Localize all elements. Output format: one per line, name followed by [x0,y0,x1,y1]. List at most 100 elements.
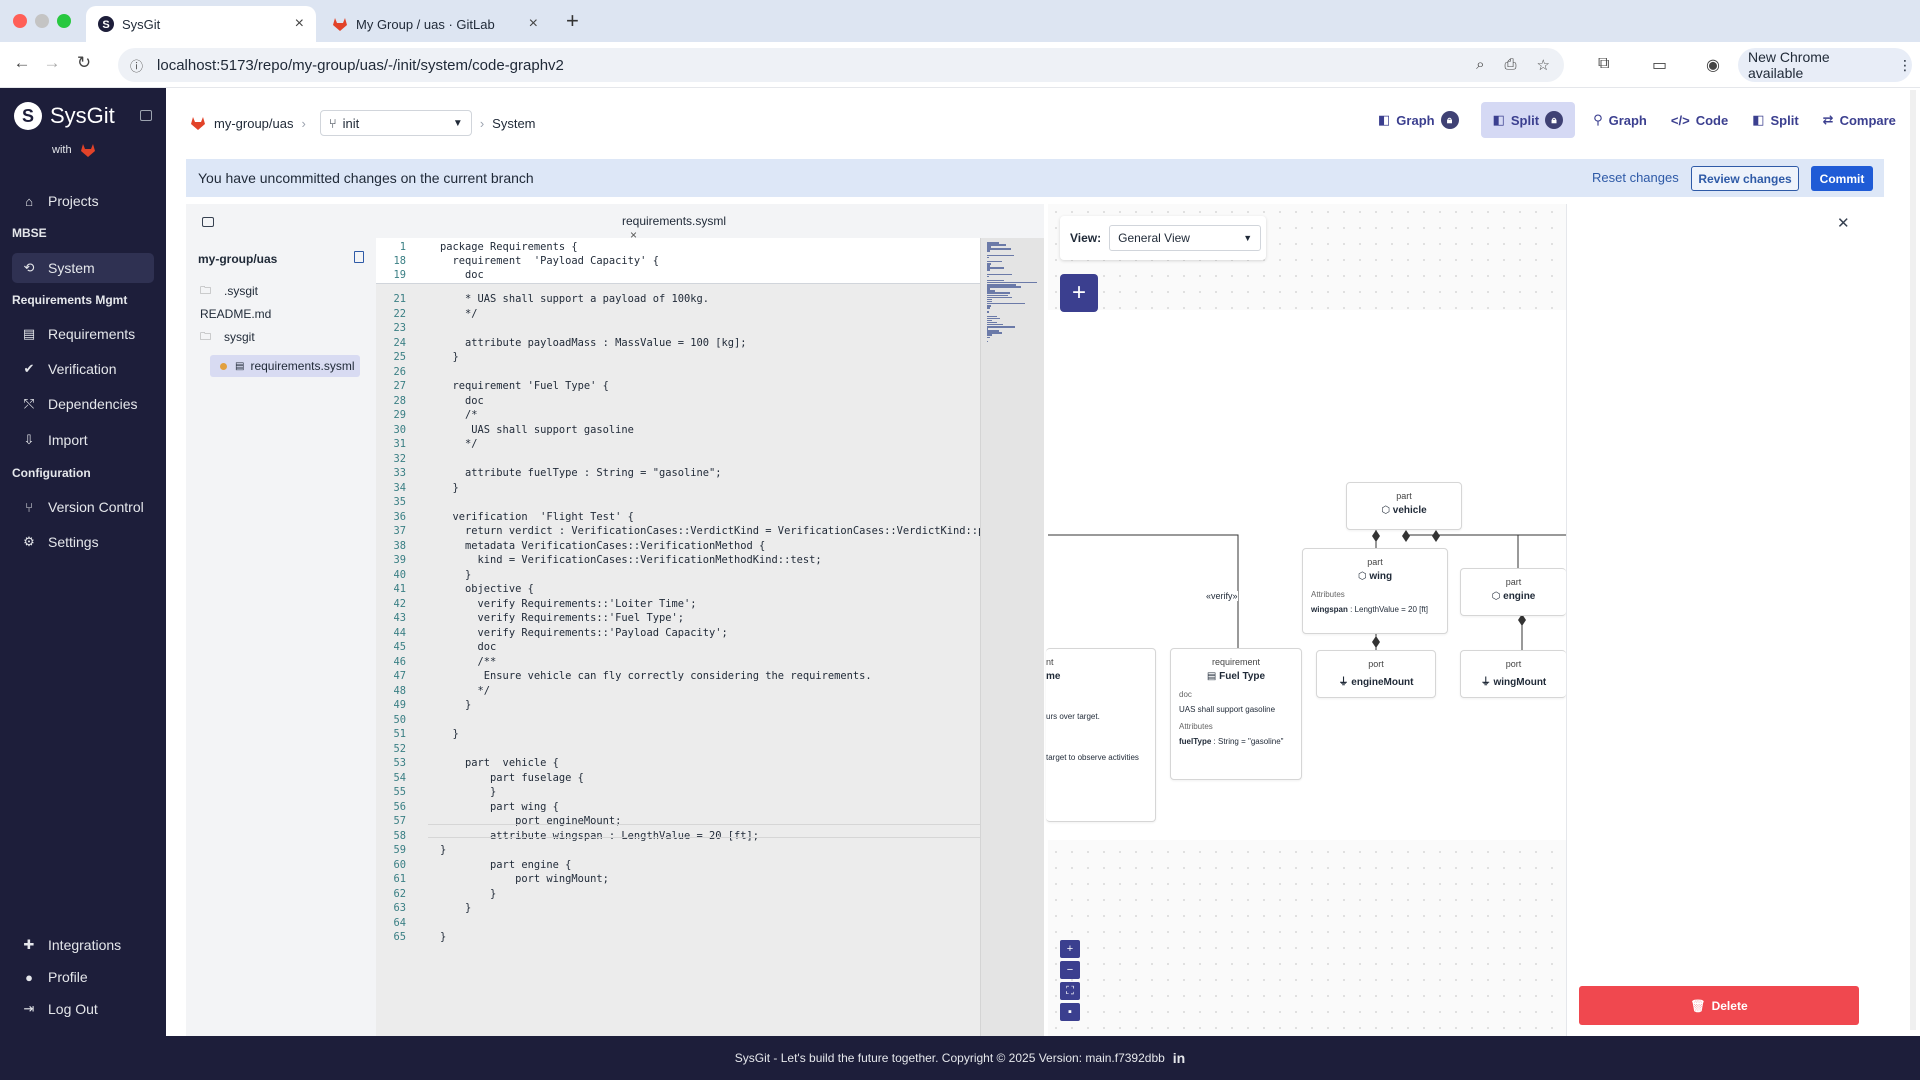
forward-icon[interactable]: → [43,53,61,72]
reload-icon[interactable]: ↻ [76,53,92,72]
cast-icon[interactable]: ▭ [1652,57,1668,74]
code-line[interactable]: 23 [376,321,980,336]
code-line[interactable]: 51 } [376,727,980,742]
node-requirement-partial[interactable]: nt me urs over target. target to observe… [1046,648,1156,822]
bookmark-star-icon[interactable]: ☆ [1536,57,1550,74]
code-line[interactable]: 33 attribute fuelType : String = "gasoli… [376,466,980,481]
sidebar-item-integrations[interactable]: ✚ Integrations [12,930,154,960]
profile-icon[interactable]: ◉ [1706,57,1720,74]
view-select[interactable]: General View ▼ [1109,225,1262,251]
code-line[interactable]: 37 return verdict : VerificationCases::V… [376,524,1009,539]
code-line[interactable]: 62 } [376,887,980,902]
sidebar-item-profile[interactable]: ● Profile [12,962,154,992]
reset-changes-button[interactable]: Reset changes [1592,170,1679,185]
sidebar-item-version-control[interactable]: ⑂ Version Control [12,492,154,522]
code-editor[interactable]: 21 * UAS shall support a payload of 100k… [376,238,1044,1036]
code-line[interactable]: 25 } [376,350,980,365]
code-line[interactable]: 43 verify Requirements::'Fuel Type'; [376,611,980,626]
new-chrome-available-button[interactable]: New Chrome available ⋮ [1738,48,1912,82]
maximize-window-button[interactable] [57,14,71,28]
diagram-canvas[interactable]: View: General View ▼ + «verify» part ⬡ v… [1046,204,1566,1036]
close-icon[interactable]: ✕ [1837,215,1850,232]
toggle-file-tree-icon[interactable] [202,217,214,227]
code-line[interactable]: 50 [376,713,980,728]
code-line[interactable]: 45 doc [376,640,980,655]
code-line[interactable]: 28 doc [376,394,980,409]
code-line[interactable]: 44 verify Requirements::'Payload Capacit… [376,626,980,641]
tab-split[interactable]: ◧ Split [1740,102,1810,138]
browser-tab-sysgit[interactable]: S SysGit × [86,6,316,42]
close-window-button[interactable] [13,14,27,28]
tab-split-locked[interactable]: ◧ Split 🔒︎ [1480,102,1576,138]
more-menu-icon[interactable]: ⋮ [1898,56,1912,73]
code-line[interactable]: 40 } [376,568,980,583]
code-line[interactable]: 58 attribute wingspan : LengthValue = 20… [376,829,980,844]
sidebar-item-system[interactable]: ⟲ System [12,253,154,283]
code-line[interactable]: 54 part fuselage { [376,771,980,786]
code-line[interactable]: 48 */ [376,684,980,699]
review-changes-button[interactable]: Review changes [1691,166,1799,191]
code-line[interactable]: 39 kind = VerificationCases::Verificatio… [376,553,980,568]
code-line[interactable]: 27 requirement 'Fuel Type' { [376,379,980,394]
breadcrumb-repo[interactable]: my-group/uas [214,115,294,131]
code-line[interactable]: 49 } [376,698,980,713]
browser-tab-gitlab[interactable]: My Group / uas · GitLab × [320,6,550,42]
install-app-icon[interactable]: ⎙ [1504,56,1517,73]
sidebar-item-projects[interactable]: ⌂ Projects [12,186,154,216]
code-line[interactable]: 30 UAS shall support gasoline [376,423,980,438]
tree-folder[interactable]: 🗀︎ sysgit [200,326,255,348]
extensions-icon[interactable]: ⧉ [1598,55,1610,72]
code-line[interactable]: 64 [376,916,980,931]
node-part-engine[interactable]: part ⬡ engine [1460,568,1566,616]
code-line[interactable]: 36 verification 'Flight Test' { [376,510,980,525]
code-line[interactable]: 42 verify Requirements::'Loiter Time'; [376,597,980,612]
sidebar-item-requirements[interactable]: ▤ Requirements [12,319,154,349]
tab-compare[interactable]: ⇄ Compare [1811,102,1908,138]
code-line[interactable]: 55 } [376,785,980,800]
node-port-wing-mount[interactable]: port ⏚ wingMount [1460,650,1566,698]
minimize-window-button[interactable] [35,14,49,28]
new-tab-icon[interactable]: + [566,8,579,33]
brand[interactable]: S SysGit [14,102,115,130]
new-file-icon[interactable] [354,251,364,263]
sidebar-item-logout[interactable]: ⇥ Log Out [12,994,154,1024]
commit-button[interactable]: Commit [1811,166,1873,191]
tab-graph[interactable]: ⚲ Graph [1581,102,1659,138]
code-line[interactable]: 22 */ [376,307,980,322]
page-scrollbar[interactable] [1910,90,1916,1030]
zoom-icon[interactable]: ⌕ [1476,56,1485,73]
code-line[interactable]: 41 objective { [376,582,980,597]
add-element-button[interactable]: + [1060,274,1098,312]
code-line[interactable]: 60 part engine { [376,858,980,873]
code-line[interactable]: 63 } [376,901,980,916]
code-line[interactable]: 46 /** [376,655,980,670]
code-line[interactable]: 47 Ensure vehicle can fly correctly cons… [376,669,980,684]
code-line[interactable]: 32 [376,452,980,467]
code-line[interactable]: 31 */ [376,437,980,452]
code-line[interactable]: 56 part wing { [376,800,980,815]
code-line[interactable]: 26 [376,365,980,380]
zoom-in-button[interactable]: + [1060,940,1080,958]
sidebar-item-verification[interactable]: ✔ Verification [12,354,154,384]
close-icon[interactable]: × [630,228,638,242]
code-line[interactable]: 24 attribute payloadMass : MassValue = 1… [376,336,980,351]
close-tab-icon[interactable]: × [528,15,538,32]
sidebar-item-dependencies[interactable]: ⤲ Dependencies [12,389,154,419]
lock-view-button[interactable]: ▪ [1060,1003,1080,1021]
code-line[interactable]: 38 metadata VerificationCases::Verificat… [376,539,980,554]
fit-view-button[interactable]: ⛶ [1060,982,1080,1000]
tab-code[interactable]: </> Code [1659,102,1740,138]
code-line[interactable]: 61 port wingMount; [376,872,980,887]
code-line[interactable]: 35 [376,495,980,510]
code-line[interactable]: 59} [376,843,980,858]
tree-file[interactable]: README.md [200,303,271,325]
sidebar-item-import[interactable]: ⇩ Import [12,425,154,455]
node-part-vehicle[interactable]: part ⬡ vehicle [1346,482,1462,530]
zoom-out-button[interactable]: − [1060,961,1080,979]
minimap[interactable] [980,238,1044,1036]
collapse-sidebar-icon[interactable] [140,110,152,121]
node-requirement-fuel-type[interactable]: requirement ▤ Fuel Type doc UAS shall su… [1170,648,1302,780]
node-part-wing[interactable]: part ⬡ wing Attributes wingspan : Length… [1302,548,1448,634]
close-tab-icon[interactable]: × [294,15,304,32]
linkedin-icon[interactable]: in [1172,1050,1186,1066]
